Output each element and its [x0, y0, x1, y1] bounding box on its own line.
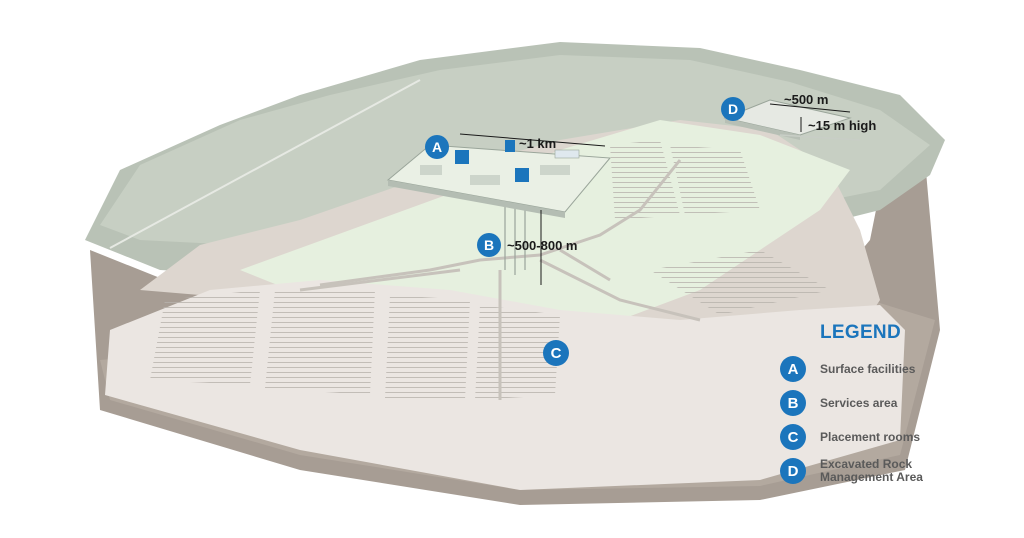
legend-label-d-line2: Management Area	[820, 470, 923, 484]
callout-a: A	[425, 135, 449, 159]
legend-label-c: Placement rooms	[820, 429, 921, 444]
access-road	[109, 79, 421, 249]
legend-label-d-line1: Excavated Rock	[820, 457, 913, 471]
legend-badge-c: C	[780, 424, 806, 450]
dimension-d-height: ~15 m high	[808, 118, 876, 133]
legend-label-a: Surface facilities	[820, 361, 916, 376]
shafts	[504, 200, 526, 275]
legend-item-c: C Placement rooms	[780, 420, 1016, 454]
legend-badge-d: D	[780, 458, 806, 484]
legend-item-d: D Excavated Rock Management Area	[780, 454, 1016, 488]
legend-label-b: Services area	[820, 395, 898, 410]
legend: LEGEND A Surface facilities B Services a…	[780, 322, 1016, 488]
svg-text:C: C	[551, 345, 562, 362]
callout-b: B	[477, 233, 501, 257]
legend-badge-b: B	[780, 390, 806, 416]
placement-rooms-upper	[610, 140, 830, 315]
callout-d: D	[721, 97, 745, 121]
placement-rooms-c	[150, 290, 560, 400]
tunnels	[299, 159, 701, 400]
svg-text:D: D	[728, 101, 738, 117]
dimension-d-width: ~500 m	[784, 92, 828, 107]
dimension-a: ~1 km	[519, 136, 556, 151]
surface-facilities-a	[386, 140, 612, 218]
svg-text:B: B	[484, 237, 494, 253]
dimension-b: ~500-800 m	[507, 238, 577, 253]
dimension-arrows	[459, 103, 851, 285]
legend-label-d: Excavated Rock Management Area	[820, 458, 923, 484]
svg-text:A: A	[432, 139, 442, 155]
legend-item-a: A Surface facilities	[780, 352, 1016, 386]
legend-item-b: B Services area	[780, 386, 1016, 420]
rock-management-area-d	[723, 99, 861, 141]
legend-title: LEGEND	[820, 322, 901, 343]
callout-c: C	[543, 340, 569, 366]
legend-badge-a: A	[780, 356, 806, 382]
